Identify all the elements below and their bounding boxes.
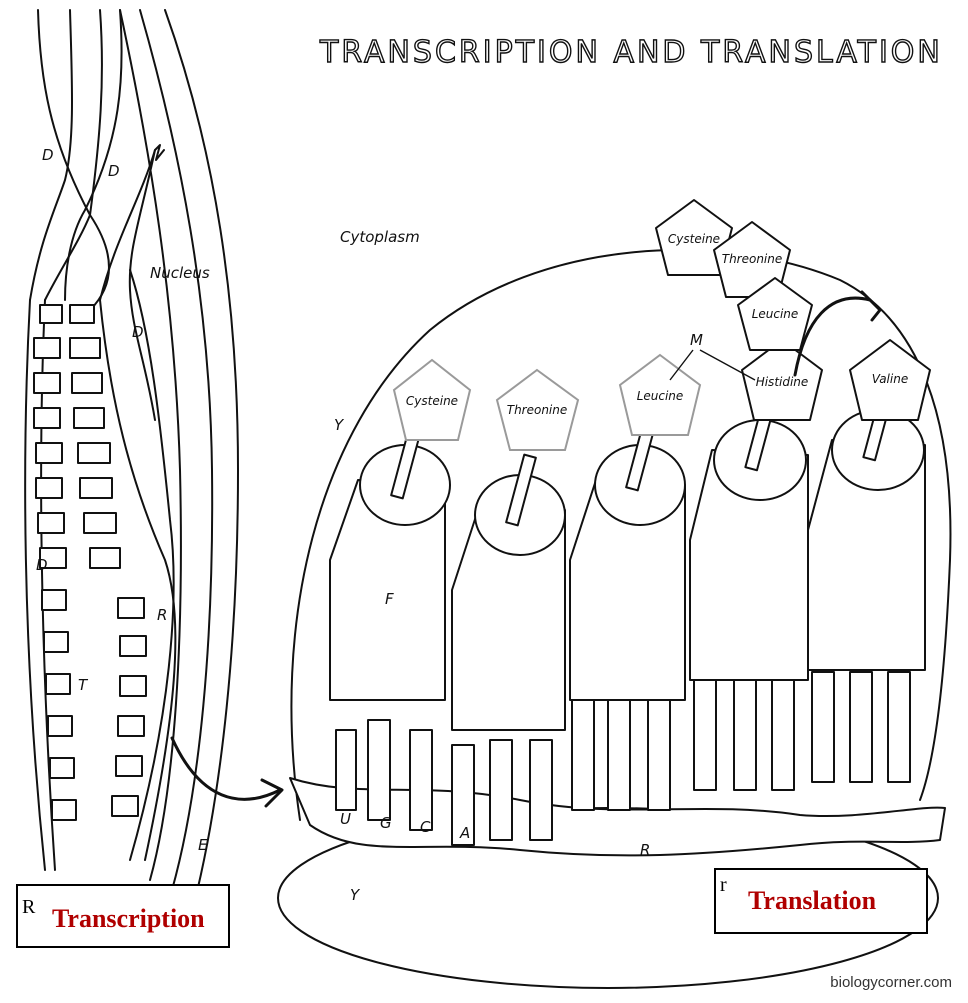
label-d-4: D bbox=[36, 556, 48, 574]
export-arrow bbox=[172, 738, 282, 806]
trna-amino-leucine: Leucine bbox=[620, 355, 700, 435]
transcription-box-label: Transcription bbox=[52, 904, 205, 934]
svg-text:Valine: Valine bbox=[872, 372, 908, 386]
label-y-1: Y bbox=[334, 416, 345, 434]
diagram-title: TRANSCRIPTION AND TRANSLATION bbox=[319, 35, 943, 70]
label-m: M bbox=[690, 331, 703, 349]
dna-strands bbox=[25, 10, 121, 870]
svg-text:Cysteine: Cysteine bbox=[406, 394, 458, 408]
label-d-3: D bbox=[132, 323, 144, 341]
codon-letter-c: C bbox=[420, 818, 431, 836]
nucleus-labels: D D Nucleus D D R T E bbox=[36, 146, 210, 854]
translation-box-letter: r bbox=[720, 874, 727, 897]
codon-letter-g: G bbox=[380, 814, 392, 832]
label-nucleus: Nucleus bbox=[150, 264, 210, 282]
codon-letter-a: A bbox=[459, 824, 470, 842]
svg-text:Threonine: Threonine bbox=[722, 252, 783, 266]
trna-4 bbox=[690, 395, 808, 680]
trna-amino-valine: Valine bbox=[850, 340, 930, 420]
codon-letter-u: U bbox=[340, 810, 351, 828]
svg-text:Leucine: Leucine bbox=[637, 389, 684, 403]
trna-2 bbox=[452, 455, 565, 730]
trna-1 bbox=[330, 428, 450, 700]
label-cytoplasm: Cytoplasm bbox=[340, 228, 420, 246]
translation-box-label: Translation bbox=[748, 886, 876, 916]
label-f: F bbox=[385, 590, 394, 608]
label-d-1: D bbox=[42, 146, 54, 164]
trna-amino-cysteine: Cysteine bbox=[394, 360, 470, 440]
svg-text:Leucine: Leucine bbox=[752, 307, 799, 321]
translation-box: r Translation bbox=[714, 868, 928, 934]
label-r-1: R bbox=[157, 606, 167, 624]
trna-5 bbox=[808, 385, 925, 670]
svg-text:Threonine: Threonine bbox=[507, 403, 568, 417]
polypeptide-chain: Cysteine Threonine Leucine bbox=[656, 200, 812, 350]
svg-text:Histidine: Histidine bbox=[756, 375, 809, 389]
label-d-2: D bbox=[108, 162, 120, 180]
label-r-2: R bbox=[640, 841, 650, 859]
label-y-2: Y bbox=[350, 886, 361, 904]
credit-text: biologycorner.com bbox=[830, 974, 952, 991]
transcription-box-letter: R bbox=[22, 896, 35, 919]
label-t: T bbox=[78, 676, 89, 694]
trna-3 bbox=[570, 420, 685, 700]
trna-amino-threonine: Threonine bbox=[497, 370, 578, 450]
dna-base-rungs bbox=[34, 305, 146, 820]
label-e: E bbox=[198, 836, 208, 854]
mrna-strand-nucleus bbox=[100, 145, 175, 860]
svg-text:Cysteine: Cysteine bbox=[668, 232, 720, 246]
transcription-box: R Transcription bbox=[16, 884, 230, 948]
